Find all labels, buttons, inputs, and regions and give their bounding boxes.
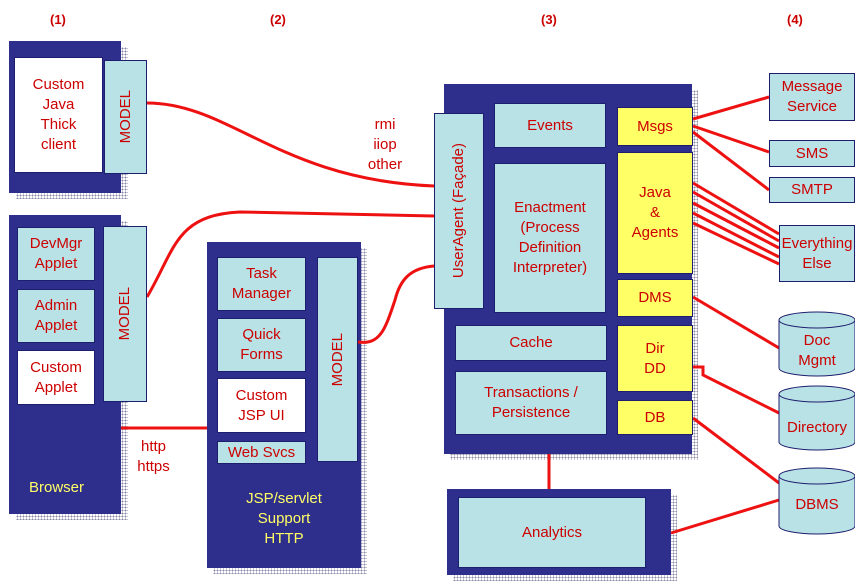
thick-client-connection [146,101,435,188]
dbms-cylinder [778,467,855,535]
jsp-model-box: MODEL [317,257,358,462]
dms-docmgmt-line [692,295,780,350]
column-number-3: (3) [541,12,557,27]
useragent-facade-box: UserAgent (Façade) [434,113,484,309]
analytics-box: Analytics [458,497,646,568]
jsp-connection [357,264,435,344]
agents-else-line-2 [692,190,780,243]
transactions-persistence-box: Transactions / Persistence [455,371,607,435]
analytics-dbms-line [670,498,780,535]
http-https-label: http https [137,438,170,475]
db-dbms-line [692,416,780,485]
column-number-4: (4) [787,12,803,27]
msgs-sms-line [692,124,770,154]
agents-else-line-4 [692,211,780,259]
java-agents-box: Java & Agents [617,152,693,274]
browser-label: Browser [28,479,84,496]
column-number-2: (2) [270,12,286,27]
directory-cylinder [778,385,855,451]
msgs-box: Msgs [617,107,693,146]
events-box: Events [494,103,606,148]
db-box: DB [617,400,693,435]
msgs-smtp-line [692,130,770,192]
smtp-box: SMTP [769,177,855,203]
thick-client-model-box: MODEL [104,60,147,174]
doc-mgmt-label: Doc Mgmt [798,332,836,369]
agents-else-line-5 [692,221,780,266]
web-svcs-box: Web Svcs [217,441,306,464]
dir-directory-line [693,365,780,415]
dbms-label: DBMS [795,496,839,513]
custom-applet-box: Custom Applet [17,350,95,405]
browser-connection [145,210,435,298]
custom-jsp-ui-box: Custom JSP UI [217,378,306,433]
everything-else-box: Everything Else [779,225,855,282]
enactment-box: Enactment (Process Definition Interprete… [494,163,606,313]
agents-else-line-1 [692,181,780,236]
dms-box: DMS [617,279,693,317]
doc-mgmt-cylinder [778,311,855,377]
task-manager-box: Task Manager [217,257,306,311]
browser-model-box: MODEL [103,226,147,402]
column-number-1: (1) [50,12,66,27]
admin-applet-box: Admin Applet [17,289,95,343]
devmgr-applet-box: DevMgr Applet [17,227,95,281]
dir-dd-box: Dir DD [617,325,693,392]
jsp-servlet-label: JSP/servlet Support HTTP [246,490,322,547]
cache-box: Cache [455,325,607,361]
msgs-message-service-line [692,95,770,121]
agents-else-line-3 [692,201,780,250]
custom-java-thick-client-box: Custom Java Thick client [14,57,103,173]
quick-forms-box: Quick Forms [217,318,306,372]
rmi-iiop-label: rmi iiop other [367,116,403,173]
directory-label: Directory [786,419,847,436]
